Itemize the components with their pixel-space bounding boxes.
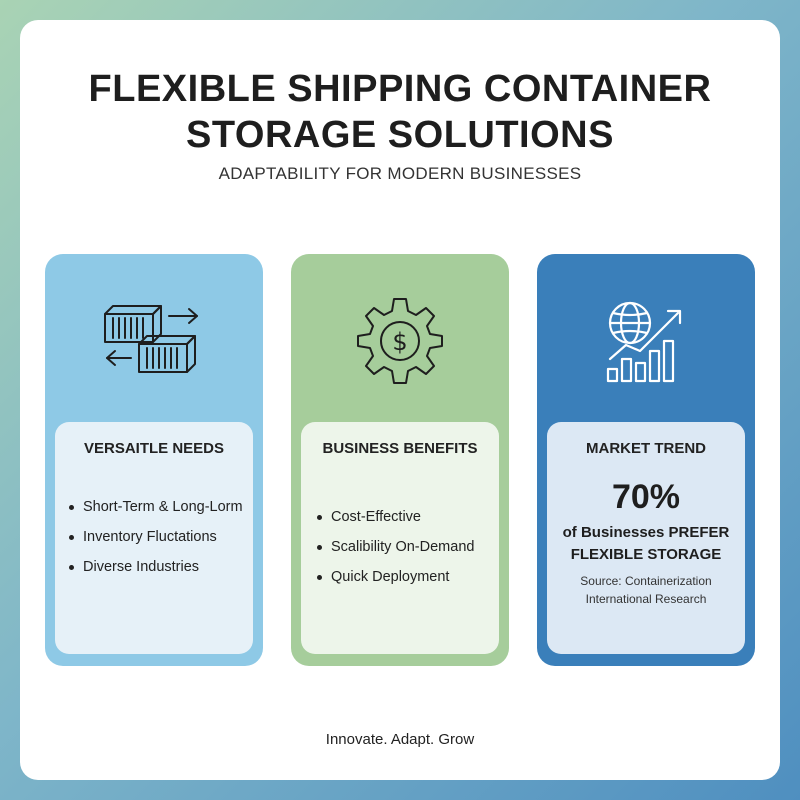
bullet-list: Cost-Effective Scalibility On-Demand Qui… [303, 502, 474, 592]
footer-tagline: Innovate. Adapt. Grow [325, 731, 475, 748]
dollar-gear-icon: $ [291, 284, 509, 394]
stat-value: 70% [611, 478, 681, 516]
card-business-benefits: $ BUSINESS BENEFITS Cost-Effective Scali… [291, 254, 509, 666]
container-transfer-icon [45, 284, 263, 394]
list-item: Short-Term & Long-Lorm [69, 492, 243, 522]
page-title: FLEXIBLE SHIPPING CONTAINER STORAGE SOLU… [0, 66, 800, 158]
stat-source: Source: Containerization International R… [547, 572, 745, 608]
card-body: VERSAITLE NEEDS Short-Term & Long-Lorm I… [55, 422, 253, 654]
source-line: Source: Containerization [580, 574, 712, 588]
stat-line: of Businesses PREFER [562, 524, 730, 541]
card-title: BUSINESS BENEFITS [322, 440, 478, 457]
stat-line: FLEXIBLE STORAGE [570, 546, 722, 563]
page-title-line1: FLEXIBLE SHIPPING CONTAINER [88, 68, 712, 110]
svg-text:$: $ [392, 328, 407, 356]
globe-growth-chart-icon [537, 284, 755, 394]
card-title: MARKET TREND [586, 440, 706, 457]
bullet-list: Short-Term & Long-Lorm Inventory Fluctat… [55, 492, 243, 582]
card-body: MARKET TREND 70% of Businesses PREFER FL… [547, 422, 745, 654]
stat-description: of Businesses PREFER FLEXIBLE STORAGE [547, 522, 745, 566]
list-item: Quick Deployment [316, 562, 474, 592]
list-item: Inventory Fluctations [69, 522, 243, 552]
page-subtitle: ADAPTABILITY FOR MODERN BUSINESSES [218, 164, 582, 183]
page-title-line2: STORAGE SOLUTIONS [186, 114, 614, 156]
card-title: VERSAITLE NEEDS [83, 440, 225, 457]
card-market-trend: MARKET TREND 70% of Businesses PREFER FL… [537, 254, 755, 666]
list-item: Diverse Industries [69, 552, 243, 582]
card-versatile-needs: VERSAITLE NEEDS Short-Term & Long-Lorm I… [45, 254, 263, 666]
list-item: Scalibility On-Demand [316, 532, 474, 562]
list-item: Cost-Effective [316, 502, 474, 532]
source-line: International Research [585, 592, 707, 606]
card-body: BUSINESS BENEFITS Cost-Effective Scalibi… [301, 422, 499, 654]
